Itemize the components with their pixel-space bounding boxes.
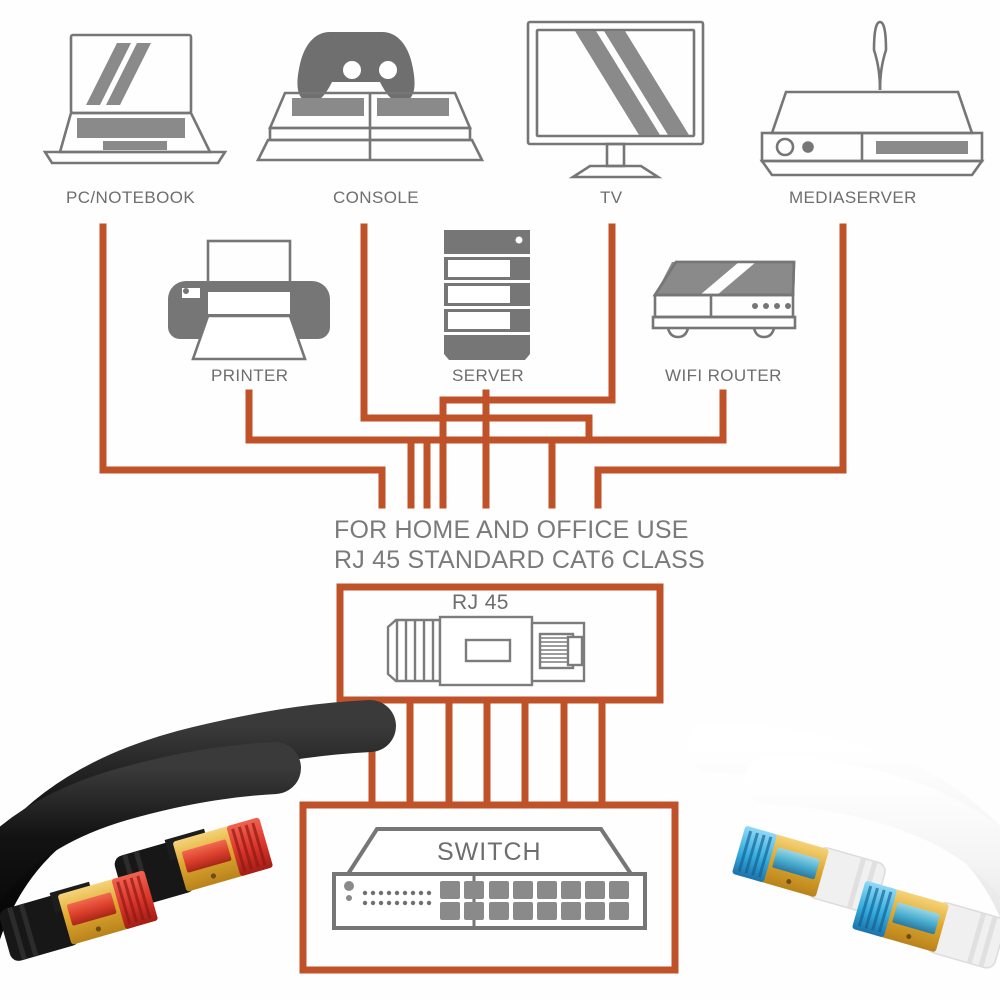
headline-line-1: FOR HOME AND OFFICE USE [334,516,689,544]
switch-frame [299,801,679,974]
rj45-label: RJ 45 [452,591,509,614]
television-icon [526,20,705,179]
rj45-frame [336,583,664,704]
device-label-console: CONSOLE [333,188,419,207]
media-server-icon [759,20,985,177]
link-pc-notebook [99,223,386,509]
link-printer [245,389,431,509]
switch-label: SWITCH [437,838,542,866]
rj45-connector-icon [386,615,586,687]
device-label-printer: PRINTER [211,366,289,385]
game-console-icon [255,32,485,162]
white-patch-cable-pair [687,723,1000,969]
printer-icon [168,239,330,361]
network-switch-icon [332,827,647,930]
device-label-mediaserver: MEDIASERVER [789,188,917,207]
device-label-tv: TV [600,188,623,207]
server-rack-icon [444,230,530,360]
device-label-pc-notebook: PC/NOTEBOOK [66,188,196,207]
black-patch-cable-pair [0,700,396,961]
link-tv [439,223,616,509]
laptop-icon [42,33,228,165]
link-mediaserver [594,223,847,509]
headline-line-2: RJ 45 STANDARD CAT6 CLASS [334,546,705,574]
link-wifi-router [548,389,727,509]
wifi-router-icon [651,260,797,339]
switch-ports [440,881,629,920]
device-label-wifi-router: WIFI ROUTER [665,366,782,385]
device-label-server: SERVER [452,366,525,385]
link-console [360,223,593,509]
